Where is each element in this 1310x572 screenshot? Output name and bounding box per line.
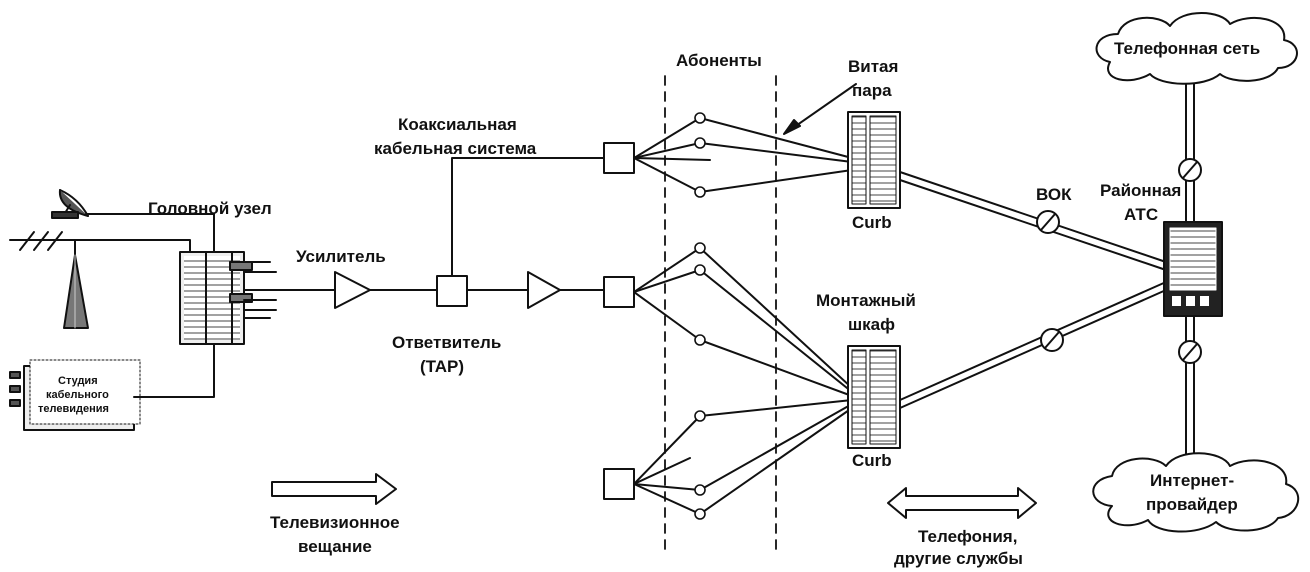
ats-label-line2: АТС [1124, 205, 1159, 224]
twisted-pair-label-line1: Витая [848, 57, 899, 76]
splitter-bottom [603, 468, 635, 500]
bidirectional-arrow-icon [887, 487, 1037, 519]
amplifier-icon [527, 271, 561, 309]
subscriber-node [694, 264, 706, 276]
curb-cabinet-top [847, 111, 901, 209]
head-node-label: Головной узел [148, 199, 272, 218]
subscriber-node [694, 484, 706, 496]
amplifier-label: Усилитель [296, 247, 386, 266]
studio-label-line1: Студия [58, 375, 98, 387]
amplifier-icon [334, 271, 371, 309]
studio-label-line3: телевидения [38, 403, 109, 415]
coax-label-line2: кабельная система [374, 139, 537, 158]
subscriber-node [694, 186, 706, 198]
satellite-dish-icon [51, 189, 89, 219]
splitter-top [603, 142, 635, 174]
telephony-label-line1: Телефония, [918, 527, 1018, 546]
studio-label-line2: кабельного [46, 389, 109, 401]
phone-network-label: Телефонная сеть [1114, 39, 1261, 58]
fiber-label: ВОК [1036, 185, 1072, 204]
cloud-icon [1095, 12, 1298, 85]
isp-label-line1: Интернет- [1150, 471, 1235, 490]
subscriber-node [694, 410, 706, 422]
cabinet-label-line1: Монтажный [816, 291, 916, 310]
isp-label-line2: провайдер [1146, 495, 1238, 514]
ats-icon [1163, 221, 1223, 317]
broadcast-arrow-icon [271, 473, 397, 505]
tv-broadcast-label-line1: Телевизионное [270, 513, 400, 532]
fiber-splice-icon [1036, 158, 1202, 364]
tap-label-line2: (TAP) [420, 357, 465, 376]
tap-icon [436, 275, 468, 307]
curb-label-top: Curb [852, 213, 892, 232]
ats-label-line1: Районная [1100, 181, 1182, 200]
splitter-middle [603, 276, 635, 308]
curb-cabinet-bottom [847, 345, 901, 449]
telephony-label-line2: другие службы [894, 549, 1023, 568]
tv-broadcast-label-line2: вещание [298, 537, 372, 556]
subscriber-node [694, 137, 706, 149]
curb-label-bottom: Curb [852, 451, 892, 470]
cabinet-label-line2: шкаф [848, 315, 896, 334]
subscriber-node [694, 112, 706, 124]
cloud-icon [1092, 452, 1300, 533]
subscribers-label: Абоненты [676, 51, 762, 70]
coax-label-line1: Коаксиальная [398, 115, 517, 134]
twisted-pair-label-line2: пара [852, 81, 892, 100]
tap-label-line1: Ответвитель [392, 333, 502, 352]
antenna-icon [9, 231, 111, 329]
subscriber-node [694, 334, 706, 346]
subscriber-node [694, 508, 706, 520]
subscriber-node [694, 242, 706, 254]
head-node-icon [179, 251, 277, 345]
studio-icon [9, 359, 141, 431]
